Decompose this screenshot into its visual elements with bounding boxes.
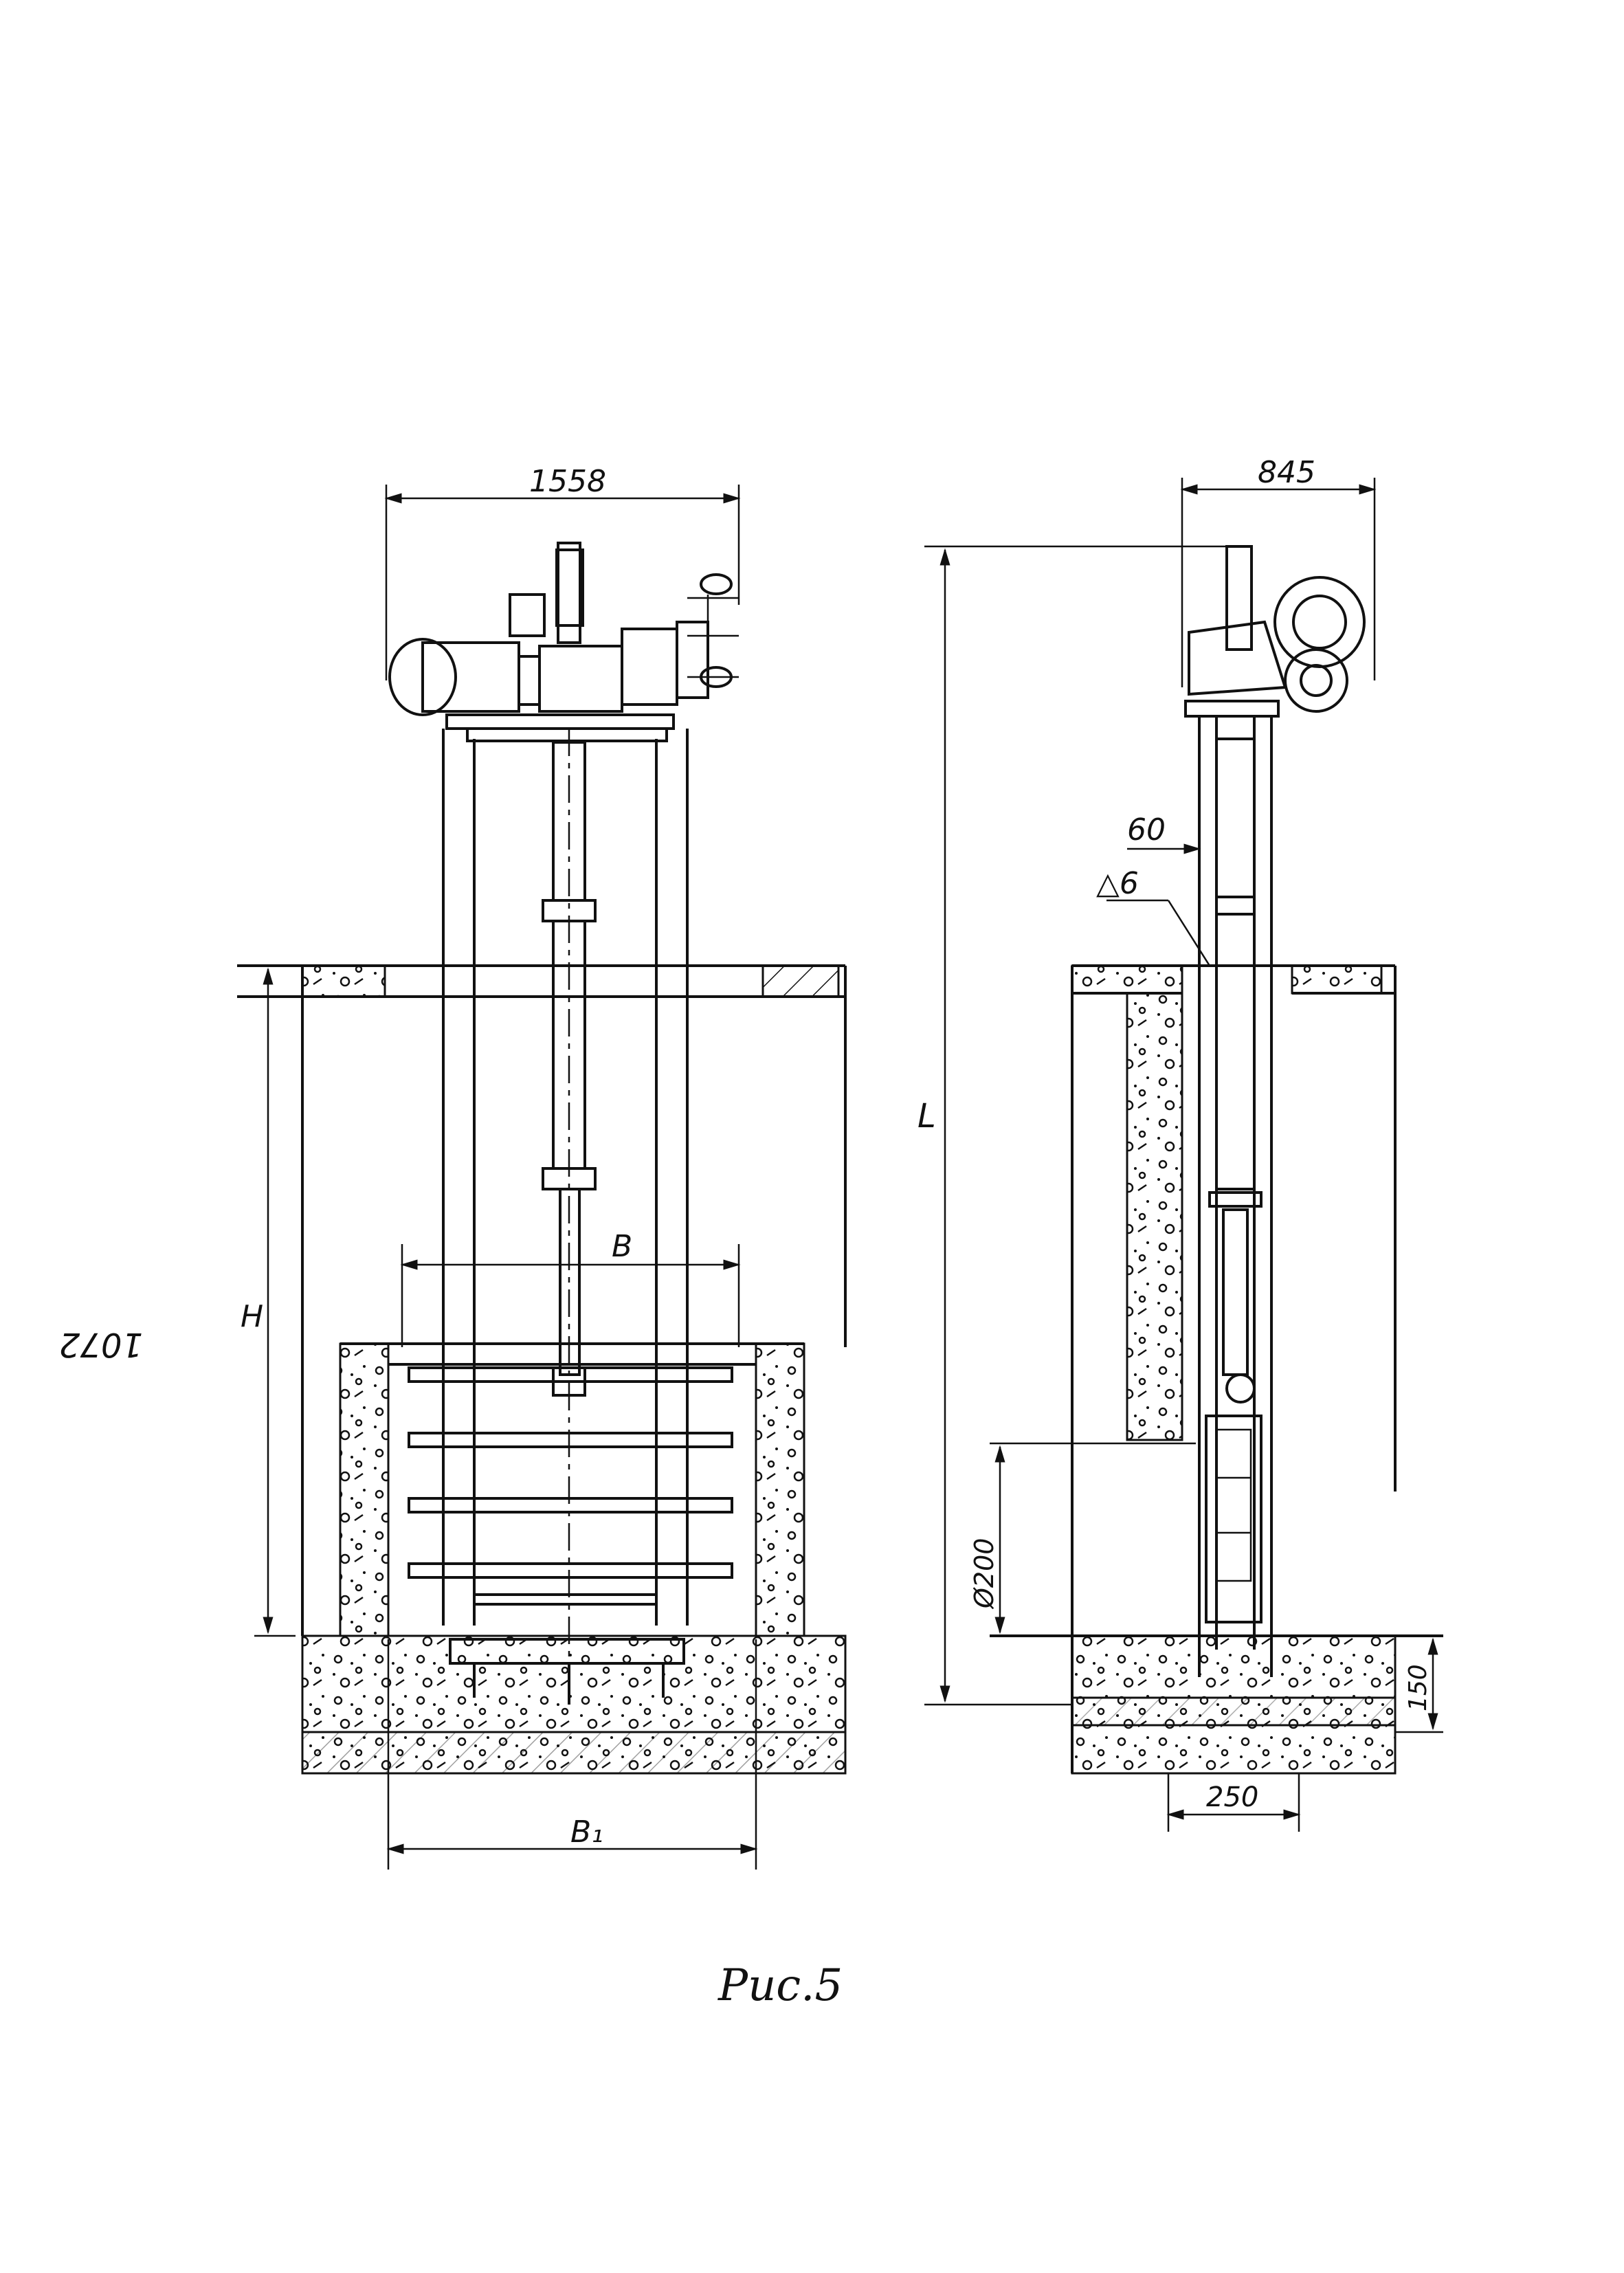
drive-motor (388, 548, 739, 716)
dimension-1558-label: 1558 (529, 464, 606, 499)
rake-mechanism (1205, 1373, 1263, 1623)
gearbox-side (1184, 545, 1366, 718)
side-note: 1072 (59, 1325, 143, 1364)
dimension-b1-label: B₁ (570, 1815, 603, 1850)
spindle-head (557, 542, 581, 644)
dimension-150-label: 150 (1404, 1664, 1432, 1711)
dimension-h-label: H (241, 1299, 263, 1334)
right-view: 845 60 (917, 455, 1443, 1832)
dimension-h: H (241, 964, 296, 1637)
weld-mark-label: △6 (1096, 866, 1139, 901)
screw-rod (542, 729, 597, 1705)
dimension-l-label: L (917, 1097, 936, 1135)
right-foundation (990, 1634, 1443, 1775)
dimension-845: 845 (1180, 455, 1377, 687)
right-slab-wall (1071, 964, 1397, 1773)
head-plate (445, 713, 675, 742)
dimension-250: 250 (1166, 1773, 1301, 1832)
figure-caption: Рис.5 (718, 1960, 843, 2011)
dimension-60-label: 60 (1127, 812, 1166, 847)
dimension-60: 60 (1127, 812, 1201, 854)
dimension-250-label: 250 (1206, 1782, 1258, 1813)
screen-bars (408, 1366, 733, 1606)
dimension-b-label: B (612, 1229, 632, 1264)
dimension-b1: B₁ (386, 1639, 758, 1870)
dimension-pipe: Ø200 (969, 1442, 1196, 1634)
weld-mark: △6 (1096, 866, 1211, 966)
dimension-b: B (400, 1229, 741, 1347)
dimension-pipe-label: Ø200 (969, 1538, 999, 1610)
dimension-150: 150 (1395, 1634, 1443, 1733)
top-slab (237, 964, 847, 1636)
dimension-845-label: 845 (1258, 455, 1315, 490)
foundation (301, 1634, 847, 1775)
frame-posts (442, 729, 689, 1626)
dimension-1558: 1558 (384, 464, 741, 680)
dimension-l: L (917, 545, 1230, 1706)
channel-walls (339, 1342, 805, 1637)
left-view: 1558 (59, 464, 847, 1870)
